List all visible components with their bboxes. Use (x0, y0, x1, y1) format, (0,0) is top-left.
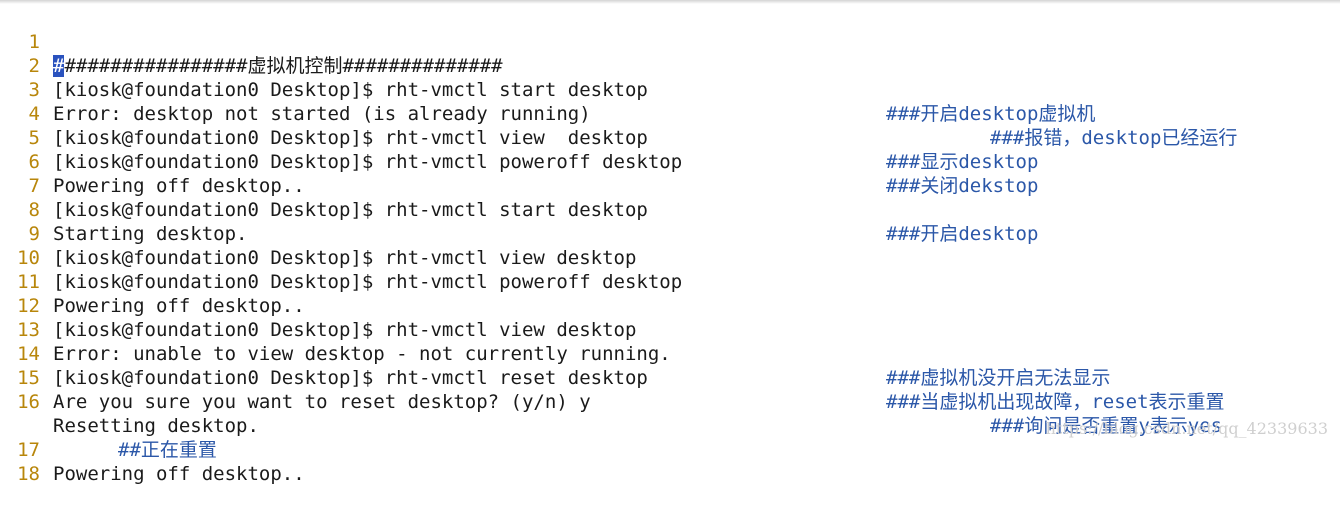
editor-line: 15 Are you sure you want to reset deskto… (0, 342, 1340, 437)
editor-line: 9 [kiosk@foundation0 Desktop]$ rht-vmctl… (0, 198, 1340, 269)
editor-line: 2 [kiosk@foundation0 Desktop]$ rht-vmctl… (0, 30, 1340, 125)
editor-line: 1 #################虚拟机控制############## (0, 6, 1340, 77)
line-comment: ###报错，desktop已经运行 (990, 127, 1238, 149)
editor-line: 11 Powering off desktop.. (0, 246, 1340, 317)
line-text: #################虚拟机控制############## (53, 54, 503, 78)
line-text: [kiosk@foundation0 Desktop]$ rht-vmctl r… (53, 367, 648, 389)
line-comment: ###虚拟机没开启无法显示 (886, 367, 1111, 389)
line-number: 3 (28, 79, 40, 101)
text-editor[interactable]: 1 #################虚拟机控制############## 2… (0, 6, 1340, 485)
line-text: Powering off desktop.. (53, 175, 305, 197)
editor-line: 16 Resetting desktop. (0, 366, 1340, 437)
line-text: [kiosk@foundation0 Desktop]$ rht-vmctl v… (53, 247, 637, 269)
editor-line: 7 [kiosk@foundation0 Desktop]$ rht-vmctl… (0, 150, 1340, 245)
editor-line: 13 Error: unable to view desktop - not c… (0, 294, 1340, 389)
line-number: 18 (17, 463, 40, 485)
line-number: 15 (17, 367, 40, 389)
line-number: 1 (28, 31, 40, 53)
editor-line: 4 [kiosk@foundation0 Desktop]$ rht-vmctl… (0, 78, 1340, 173)
line-comment: ###开启desktop虚拟机 (886, 103, 1096, 125)
line-text: [kiosk@foundation0 Desktop]$ rht-vmctl v… (53, 127, 648, 149)
line-number: 8 (28, 199, 40, 221)
line-comment: ###关闭dekstop (886, 175, 1039, 197)
line-text: Error: desktop not started (is already r… (53, 103, 591, 125)
editor-line: 18 (0, 438, 1340, 485)
line-comment: ###开启desktop (886, 223, 1039, 245)
line-text: [kiosk@foundation0 Desktop]$ rht-vmctl p… (53, 271, 683, 293)
line-number: 6 (28, 151, 40, 173)
line-text: Powering off desktop.. (53, 463, 305, 485)
line-number: 13 (17, 319, 40, 341)
line-number: 14 (17, 343, 40, 365)
line-number: 10 (17, 247, 40, 269)
line-comment: ###显示desktop (886, 151, 1039, 173)
line-number: 12 (17, 295, 40, 317)
editor-line: 8 Starting desktop. (0, 174, 1340, 245)
watermark: https://blog.csdn.net/qq_42339633 (1045, 419, 1328, 438)
line-text: [kiosk@foundation0 Desktop]$ rht-vmctl s… (53, 199, 648, 221)
editor-line: 6 Powering off desktop.. (0, 126, 1340, 197)
line-text: Are you sure you want to reset desktop? … (53, 391, 591, 413)
line-number: 9 (28, 223, 40, 245)
line-number: 16 (17, 391, 40, 413)
heading-comment: ################虚拟机控制############## (64, 55, 503, 77)
line-text: [kiosk@foundation0 Desktop]$ rht-vmctl s… (53, 79, 648, 101)
line-text: [kiosk@foundation0 Desktop]$ rht-vmctl v… (53, 319, 637, 341)
editor-line: 12 [kiosk@foundation0 Desktop]$ rht-vmct… (0, 270, 1340, 341)
line-text: [kiosk@foundation0 Desktop]$ rht-vmctl p… (53, 151, 683, 173)
line-text: Powering off desktop.. (53, 295, 305, 317)
editor-line-wrap: ##正在重置 (0, 390, 1340, 461)
line-number: 7 (28, 175, 40, 197)
editor-line: 5 [kiosk@foundation0 Desktop]$ rht-vmctl… (0, 102, 1340, 197)
line-text: Error: unable to view desktop - not curr… (53, 343, 671, 365)
line-number: 4 (28, 103, 40, 125)
line-text: Resetting desktop. (53, 415, 259, 437)
line-comment: ###询问是否重置y表示yes (990, 415, 1223, 437)
window-top-edge (0, 0, 1340, 4)
line-comment: ###当虚拟机出现故障，reset表示重置 (886, 391, 1225, 413)
editor-line: 10 [kiosk@foundation0 Desktop]$ rht-vmct… (0, 222, 1340, 293)
line-number: 2 (28, 55, 40, 77)
line-number: 11 (17, 271, 40, 293)
line-number: 5 (28, 127, 40, 149)
text-cursor: # (53, 55, 65, 77)
line-text: Starting desktop. (53, 223, 248, 245)
editor-line: 3 Error: desktop not started (is already… (0, 54, 1340, 149)
editor-line: 14 [kiosk@foundation0 Desktop]$ rht-vmct… (0, 318, 1340, 413)
